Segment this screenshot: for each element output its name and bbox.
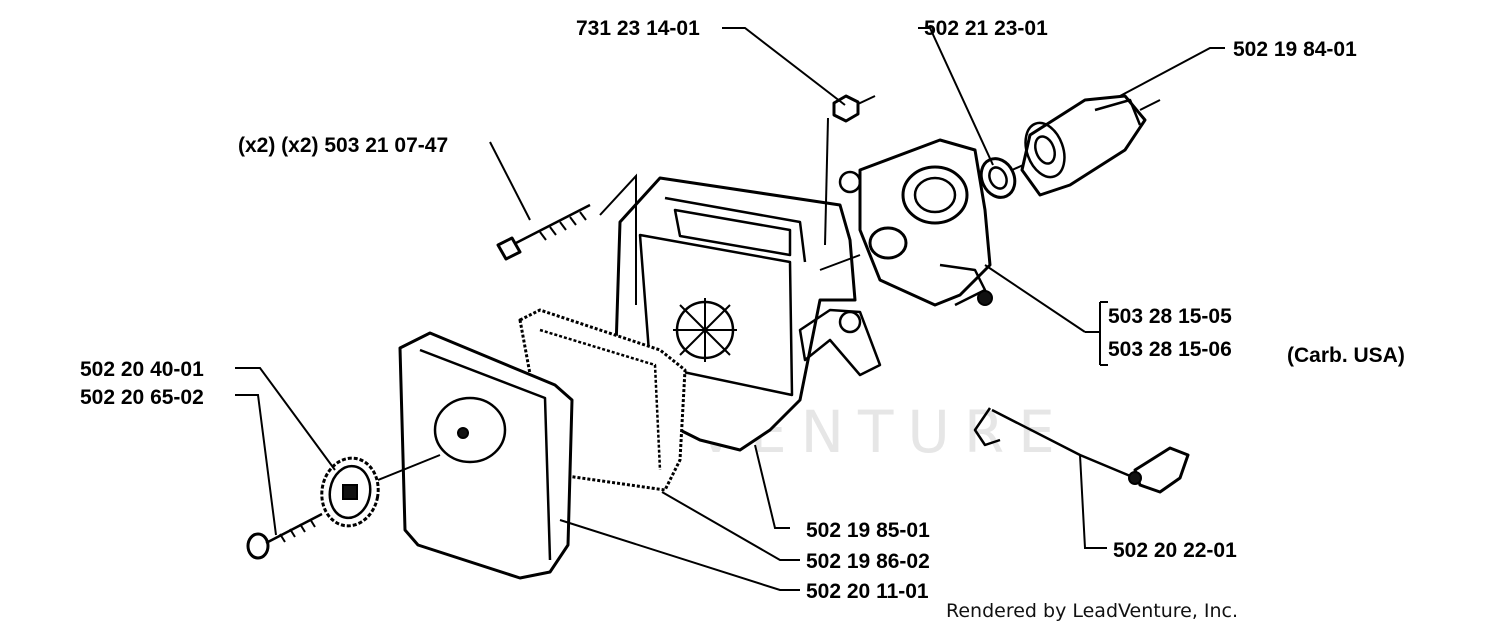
label-502-20-40-01: 502 20 40-01 <box>80 358 204 381</box>
label-carb-usa: (Carb. USA) <box>1287 344 1405 367</box>
leader-lines <box>235 27 1225 591</box>
label-503-21-07-47: (x2) (x2) 503 21 07-47 <box>238 134 448 157</box>
footer-credit: Rendered by LeadVenture, Inc. <box>946 600 1238 622</box>
knob-part <box>320 454 441 528</box>
label-502-19-86-02: 502 19 86-02 <box>806 550 930 573</box>
label-502-19-84-01: 502 19 84-01 <box>1233 38 1357 61</box>
label-502-20-11-01: 502 20 11-01 <box>806 580 929 603</box>
intake-adapter-part <box>1020 94 1161 197</box>
label-502-20-22-01: 502 20 22-01 <box>1113 539 1237 562</box>
bolt-part <box>496 203 591 261</box>
label-503-28-15-05: 503 28 15-05 <box>1108 305 1232 328</box>
label-502-20-65-02: 502 20 65-02 <box>80 386 204 409</box>
label-502-19-85-01: 502 19 85-01 <box>806 519 930 542</box>
label-731-23-14-01: 731 23 14-01 <box>576 17 700 40</box>
label-503-28-15-06: 503 28 15-06 <box>1108 338 1232 361</box>
nut-part <box>832 94 876 123</box>
screw-part <box>246 512 323 560</box>
carburetor-part <box>819 138 993 307</box>
filter-cover-part <box>398 331 574 580</box>
label-502-21-23-01: 502 21 23-01 <box>924 17 1048 40</box>
